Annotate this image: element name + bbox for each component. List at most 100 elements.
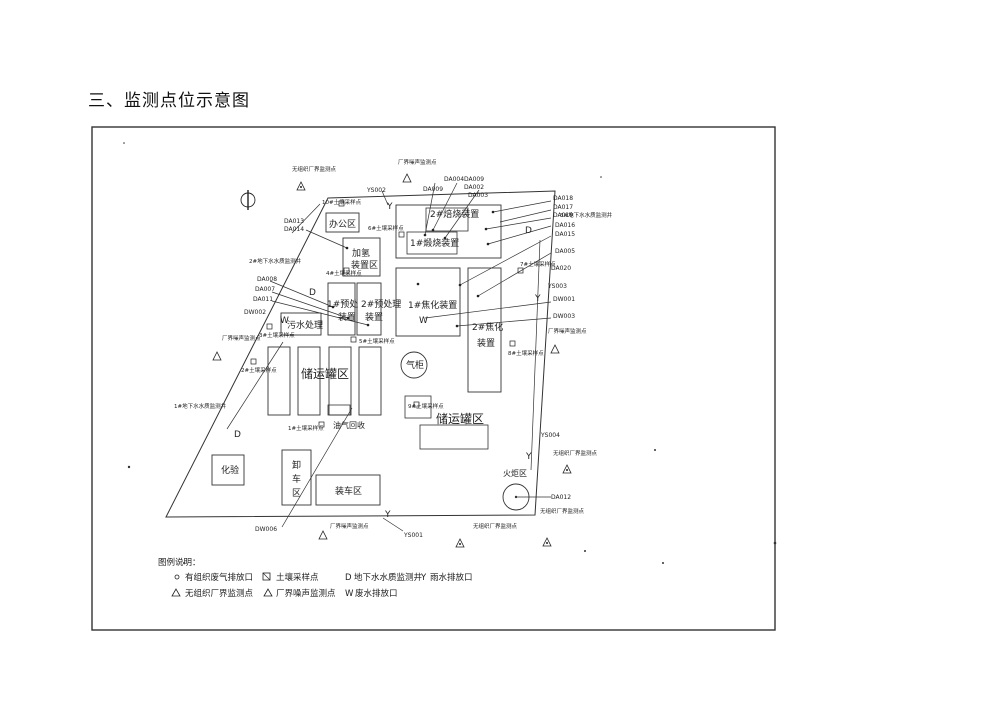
code-da016: DA016	[555, 222, 575, 229]
code-da018: DA018	[553, 195, 573, 202]
lab-label: 化验	[221, 464, 239, 476]
code-da012: DA012	[551, 494, 571, 501]
note-soil-4: 4#土壤采样点	[326, 269, 362, 277]
unloading-label-3: 区	[292, 488, 301, 499]
legend-item-1: 有组织废气排放口	[185, 572, 253, 583]
note-air-3: 无组织厂界监测点	[540, 507, 585, 515]
note-soil-8: 8#土壤采样点	[508, 349, 544, 357]
note-gw-1: 1#地下水水质监测井	[174, 402, 227, 410]
scan-specks	[123, 142, 777, 564]
unloading-label-1: 卸	[292, 459, 301, 471]
legend-soil-icon	[262, 572, 271, 581]
code-da008: DA008	[257, 276, 277, 283]
flare-label: 火炬区	[503, 468, 527, 478]
legend: 图例说明： 有组织废气排放口 土壤采样点 D 地下水水质监测井 Y 雨水排放口 …	[158, 557, 473, 599]
note-soil-3: 3#土壤采样点	[259, 331, 295, 339]
code-dw006: DW006	[255, 526, 277, 533]
note-noise-1: 厂界噪声监测点	[398, 158, 437, 166]
pollutant-codes: YS002 DA013 DA014 DA008 DA007 DA011 DW00…	[244, 176, 575, 539]
wastewater-dw001-icon: W	[419, 316, 428, 326]
page-title: 三、监测点位示意图	[88, 91, 250, 111]
water-treatment-unit	[280, 312, 322, 336]
leader-lines	[226, 182, 552, 532]
noise-monitor-2-icon	[212, 351, 222, 361]
hydrogen-unit	[342, 237, 381, 277]
groundwater-well-1-icon: D	[234, 430, 241, 440]
pretreat-2-unit	[356, 282, 382, 336]
storage-right-label: 储运罐区	[436, 411, 484, 426]
legend-wastewater-icon: W	[345, 589, 354, 599]
pretreat-2-label-2: 装置	[365, 311, 383, 323]
wastewater-dw002-icon: W	[280, 316, 289, 326]
note-noise-4: 厂界噪声监测点	[330, 522, 369, 530]
code-da015: DA015	[555, 231, 575, 238]
noise-monitor-1-icon	[402, 173, 412, 183]
loading-area	[315, 474, 381, 506]
code-da002: DA002	[464, 184, 484, 191]
code-ys001: YS001	[403, 532, 423, 539]
map-frame	[91, 126, 776, 631]
note-air-2: 无组织厂界监测点	[553, 449, 598, 457]
code-da007: DA007	[255, 286, 275, 293]
unorganized-monitor-2-icon	[562, 464, 572, 474]
legend-item-7: 废水排放口	[355, 588, 398, 599]
sampling-notes: 10#土壤采样点 6#土壤采样点 4#土壤采样点 3#土壤采样点 5#土壤采样点…	[174, 198, 613, 432]
rain-outlet-ys002-icon: Y	[386, 202, 393, 212]
groundwater-well-2-icon: D	[309, 288, 316, 298]
legend-item-2: 土壤采样点	[276, 572, 319, 583]
legend-title: 图例说明：	[158, 557, 201, 568]
rain-outlet-ys004-icon: Y	[525, 452, 532, 462]
noise-monitor-3-icon	[550, 344, 560, 354]
rain-outlet-ys003-icon: Y	[534, 294, 541, 304]
legend-exhaust-icon	[174, 574, 180, 580]
coking-1-label: 1#焦化装置	[408, 299, 457, 311]
code-da004: DA004	[444, 176, 464, 183]
note-soil-6: 6#土壤采样点	[368, 224, 404, 232]
storage-right-top	[404, 395, 432, 419]
coking-1-unit	[395, 267, 461, 337]
rain-outlet-ys001-icon: Y	[384, 510, 391, 520]
coking-2-unit	[467, 267, 502, 393]
water-treatment-label: 污水处理	[287, 319, 323, 331]
unorganized-monitor-3-icon	[455, 538, 465, 548]
boundary-monitor-inner-marks	[300, 186, 568, 545]
note-noise-2: 厂界噪声监测点	[222, 334, 261, 342]
legend-unorganized-icon	[171, 588, 181, 597]
code-da017: DA017	[553, 204, 573, 211]
note-soil-10: 10#土壤采样点	[322, 198, 362, 206]
gas-holder-label: 气柜	[406, 359, 424, 371]
unorganized-monitor-4-icon	[542, 537, 552, 547]
note-gw-3: 3#地下水水质监测井	[560, 211, 613, 219]
baking-area	[395, 204, 502, 259]
code-da019: DA019	[553, 212, 573, 219]
pretreat-1-label-1: 1#预处	[327, 298, 358, 310]
baking-1-label: 1#煅烧装置	[410, 237, 459, 249]
note-soil-1: 1#土壤采样点	[288, 424, 324, 432]
legend-item-4: 雨水排放口	[430, 572, 473, 583]
symbol-marks: Y Y Y Y W W D D D	[234, 202, 541, 520]
baking-2-unit	[425, 207, 469, 232]
north-arrow-icon	[240, 190, 256, 210]
boundary-monitors	[212, 173, 572, 548]
storage-left-label: 储运罐区	[301, 366, 349, 381]
legend-item-6: 厂界噪声监测点	[276, 588, 336, 599]
code-da011: DA011	[253, 296, 273, 303]
code-ys003: YS003	[547, 283, 567, 290]
site-boundary	[165, 190, 556, 518]
note-soil-2: 2#土壤采样点	[241, 366, 277, 374]
code-ys004: YS004	[540, 432, 560, 439]
legend-item-3: 地下水水质监测井	[354, 572, 422, 583]
code-da003: DA003	[468, 192, 488, 199]
code-da009: DA009	[464, 176, 484, 183]
vapor-recovery-unit	[327, 404, 351, 416]
soil-sampling-icons	[250, 200, 524, 428]
coking-2-label-2: 装置	[477, 337, 495, 349]
baking-1-unit	[406, 231, 458, 255]
note-air-1: 无组织厂界监测点	[292, 165, 337, 173]
note-air-4: 无组织厂界监测点	[473, 522, 518, 530]
groundwater-well-3-icon: D	[525, 226, 532, 236]
legend-rain-icon: Y	[420, 573, 427, 583]
storage-right-bottom	[419, 424, 489, 450]
code-da014: DA014	[284, 226, 304, 233]
